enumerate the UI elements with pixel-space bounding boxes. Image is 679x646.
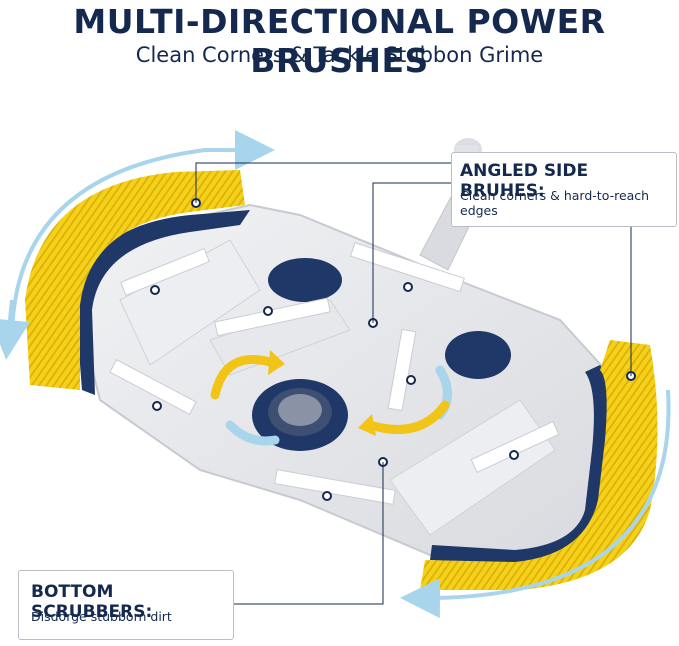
- suction-port-top: [268, 258, 342, 302]
- right-side-brush: [420, 340, 658, 590]
- left-rotation-arrow: [10, 130, 275, 336]
- right-bumper: [430, 365, 611, 565]
- suction-port-right: [445, 331, 511, 379]
- left-rotation-arrow-tail: [0, 299, 30, 360]
- callout-side-title: ANGLED SIDE BRUHES:: [460, 161, 589, 201]
- callout-angled-side-brushes: ANGLED SIDE BRUHES: Clean corners & hard…: [451, 152, 677, 227]
- callout-bottom-title: BOTTOM SCRUBBERS:: [31, 582, 153, 622]
- bottom-scrubbers: [109, 242, 560, 505]
- center-suction-port: [252, 379, 348, 451]
- arrow-head-yellow-1: [268, 350, 285, 375]
- leader-lines: [195, 162, 632, 605]
- callout-side-description: Clean corners & hard-to-reach edges: [460, 188, 650, 218]
- left-bumper: [75, 210, 250, 395]
- callout-bottom-description: Disdorge stubborn dirt: [31, 609, 172, 624]
- right-rotation-arrow: [400, 389, 671, 619]
- arrow-head-yellow-2: [358, 414, 376, 436]
- page-title: MULTI-DIRECTIONAL POWER BRUSHES: [73, 2, 606, 80]
- rotation-arrows: [210, 354, 452, 446]
- page-subtitle: Clean Corners & Tackle Stubbon Grime: [135, 43, 544, 67]
- callout-bottom-scrubbers: BOTTOM SCRUBBERS: Disdorge stubborn dirt: [18, 570, 234, 640]
- left-side-brush: [25, 170, 245, 390]
